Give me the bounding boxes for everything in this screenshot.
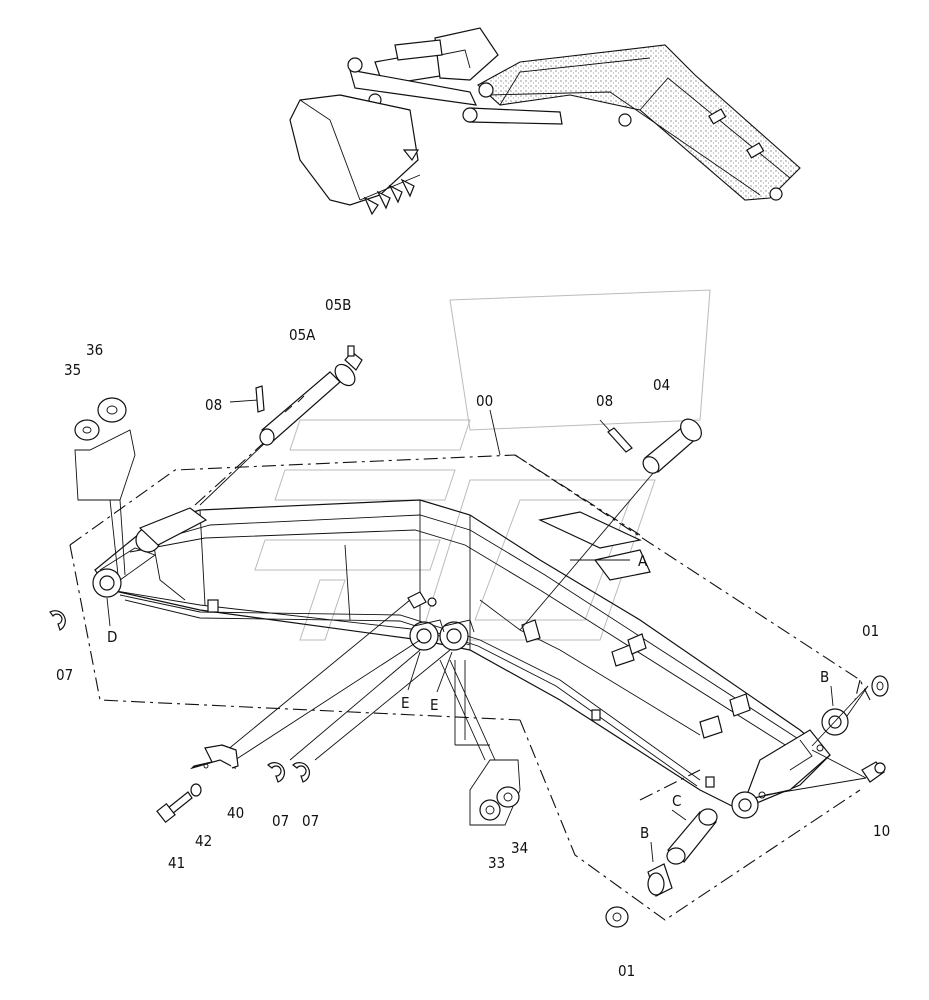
label-a: A <box>638 552 648 570</box>
callout-08-left: 08 <box>205 396 222 414</box>
callout-07-left: 07 <box>56 666 73 684</box>
label-c: C <box>672 792 681 810</box>
watermark-logo <box>254 289 711 641</box>
callout-40: 40 <box>227 804 244 822</box>
callout-36: 36 <box>86 341 103 359</box>
callout-08-right: 08 <box>596 392 613 410</box>
excavator-front-overview <box>289 27 801 216</box>
callout-07-mid2: 07 <box>302 812 319 830</box>
callout-34: 34 <box>511 839 528 857</box>
callout-labels: 00 01 01 04 05A 05B 07 07 07 08 08 10 33… <box>56 296 890 980</box>
leader-lines <box>74 399 869 826</box>
callout-01-upper: 01 <box>862 622 879 640</box>
label-ticks <box>106 597 834 863</box>
callout-07-mid1: 07 <box>272 812 289 830</box>
callout-33: 33 <box>488 854 505 872</box>
parts <box>49 345 889 928</box>
callout-01-lower: 01 <box>618 962 635 980</box>
callout-42: 42 <box>195 832 212 850</box>
label-b-lower: B <box>640 824 649 842</box>
callout-10: 10 <box>873 822 890 840</box>
boom-main-body <box>92 499 849 819</box>
callout-00: 00 <box>476 392 493 410</box>
label-e-2: E <box>430 696 439 714</box>
callout-05a: 05A <box>289 326 316 344</box>
callout-04: 04 <box>653 376 670 394</box>
label-b-upper: B <box>820 668 829 686</box>
callout-35: 35 <box>64 361 81 379</box>
label-e-1: E <box>401 694 410 712</box>
assembly-dashed-outline <box>69 409 871 921</box>
label-d: D <box>107 628 117 646</box>
callout-05b: 05B <box>325 296 351 314</box>
callout-41: 41 <box>168 854 185 872</box>
